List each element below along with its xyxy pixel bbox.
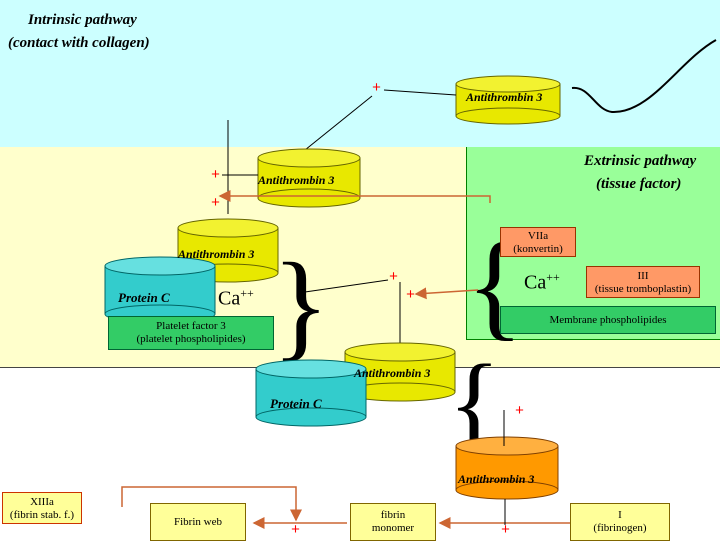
cylinder-antithrombin-top (455, 75, 561, 125)
antithrombin-label: Antithrombin 3 (458, 472, 535, 486)
antithrombin-label: Antithrombin 3 (466, 90, 543, 104)
brace-left-group: } (272, 238, 330, 371)
calcium-label: Ca++ (218, 286, 254, 310)
antithrombin-label: Antithrombin 3 (178, 247, 255, 261)
protein-c-label: Protein C (270, 396, 322, 411)
protein-c-label: Protein C (118, 290, 170, 305)
arrow-line (218, 190, 491, 203)
fibrin-web-box: Fibrin web (150, 503, 246, 541)
connector-line (304, 95, 373, 151)
antithrombin-label: Antithrombin 3 (258, 173, 335, 187)
extrinsic-subtitle: (tissue factor) (596, 176, 682, 192)
intrinsic-subtitle: (contact with collagen) (8, 35, 150, 51)
cylinder-antithrombin-mid (257, 148, 361, 208)
activation-plus-sign: + (501, 521, 510, 538)
activation-plus-sign: + (389, 268, 398, 285)
arrow-line (121, 486, 302, 522)
activation-plus-sign: + (211, 166, 220, 183)
connector-line (304, 279, 389, 293)
arrow-line (414, 287, 479, 300)
calcium-label: Ca++ (524, 270, 560, 294)
xiiia-box: XIIIa (fibrin stab. f.) (2, 492, 82, 524)
fibrinogen-box: I (fibrinogen) (570, 503, 670, 541)
intrinsic-title: Intrinsic pathway (28, 12, 137, 28)
tissue-tromboplastin-box: III (tissue tromboplastin) (586, 266, 700, 298)
viia-box: VIIa (konvertin) (500, 227, 576, 257)
cylinder-protein-c-center (255, 359, 367, 427)
extrinsic-title: Extrinsic pathway (584, 153, 697, 169)
activation-plus-sign: + (211, 194, 220, 211)
antithrombin-label: Antithrombin 3 (354, 366, 431, 380)
fibrin-monomer-box: fibrin monomer (350, 503, 436, 541)
activation-plus-sign: + (515, 402, 524, 419)
squiggle-line (571, 39, 717, 114)
cylinder-antithrombin-bottom (455, 436, 559, 500)
platelet-factor-box: Platelet factor 3 (platelet phospholipid… (108, 316, 274, 350)
activation-plus-sign: + (291, 521, 300, 538)
activation-plus-sign: + (372, 79, 381, 96)
membrane-phospholipides-box: Membrane phospholipides (500, 306, 716, 334)
activation-plus-sign: + (406, 286, 415, 303)
connector-line (383, 89, 457, 96)
